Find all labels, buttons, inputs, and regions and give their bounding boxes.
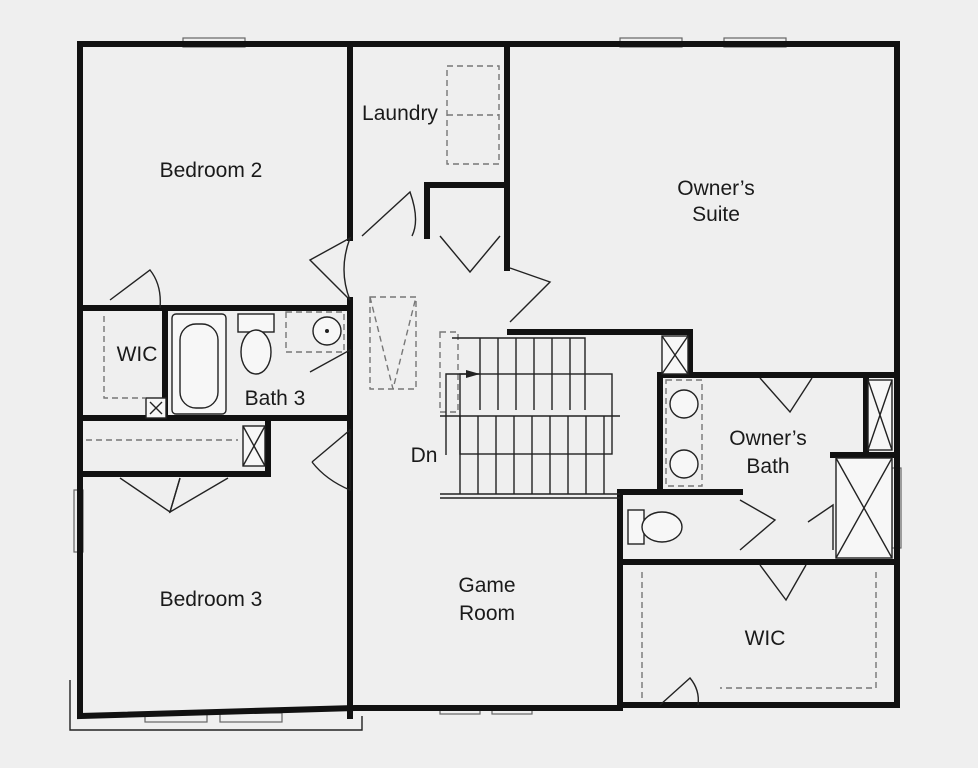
room-label-owners-suite-line2: Suite bbox=[692, 203, 740, 226]
wic-right-shelving bbox=[641, 572, 877, 698]
attic-access bbox=[369, 296, 417, 390]
room-label-game-room-line1: Game bbox=[458, 574, 515, 597]
room-label-owners-bath-line1: Owner’s bbox=[729, 427, 806, 450]
room-label-bedroom-3: Bedroom 3 bbox=[160, 588, 263, 611]
room-label-owners-bath-line2: Bath bbox=[746, 455, 789, 478]
sink-icon bbox=[669, 449, 699, 479]
wic-left-shelving bbox=[103, 316, 167, 419]
staircase[interactable] bbox=[439, 331, 620, 499]
room-label-game-room-line2: Room bbox=[459, 602, 515, 625]
room-label-bedroom-2: Bedroom 2 bbox=[160, 159, 263, 182]
stair-direction-arrow bbox=[445, 373, 480, 455]
stairs-down-label: Dn bbox=[411, 444, 438, 467]
bath3-fixtures bbox=[171, 311, 345, 415]
toilet-icon bbox=[641, 511, 683, 543]
sink-icon bbox=[669, 389, 699, 419]
hall-closet-shelving bbox=[86, 425, 266, 467]
laundry-appliances bbox=[446, 65, 500, 165]
owners-bath-fixtures bbox=[627, 335, 893, 559]
doors bbox=[109, 190, 834, 706]
room-label-wic-left: WIC bbox=[117, 343, 158, 366]
toilet-icon bbox=[240, 329, 272, 375]
room-label-bath-3: Bath 3 bbox=[245, 387, 306, 410]
room-label-laundry: Laundry bbox=[362, 102, 438, 125]
room-label-wic-right: WIC bbox=[745, 627, 786, 650]
stair-landing-outline bbox=[459, 373, 613, 455]
room-labels: Bedroom 2 Laundry Owner’s Suite WIC Bath… bbox=[117, 102, 807, 650]
room-label-owners-suite-line1: Owner’s bbox=[677, 177, 754, 200]
